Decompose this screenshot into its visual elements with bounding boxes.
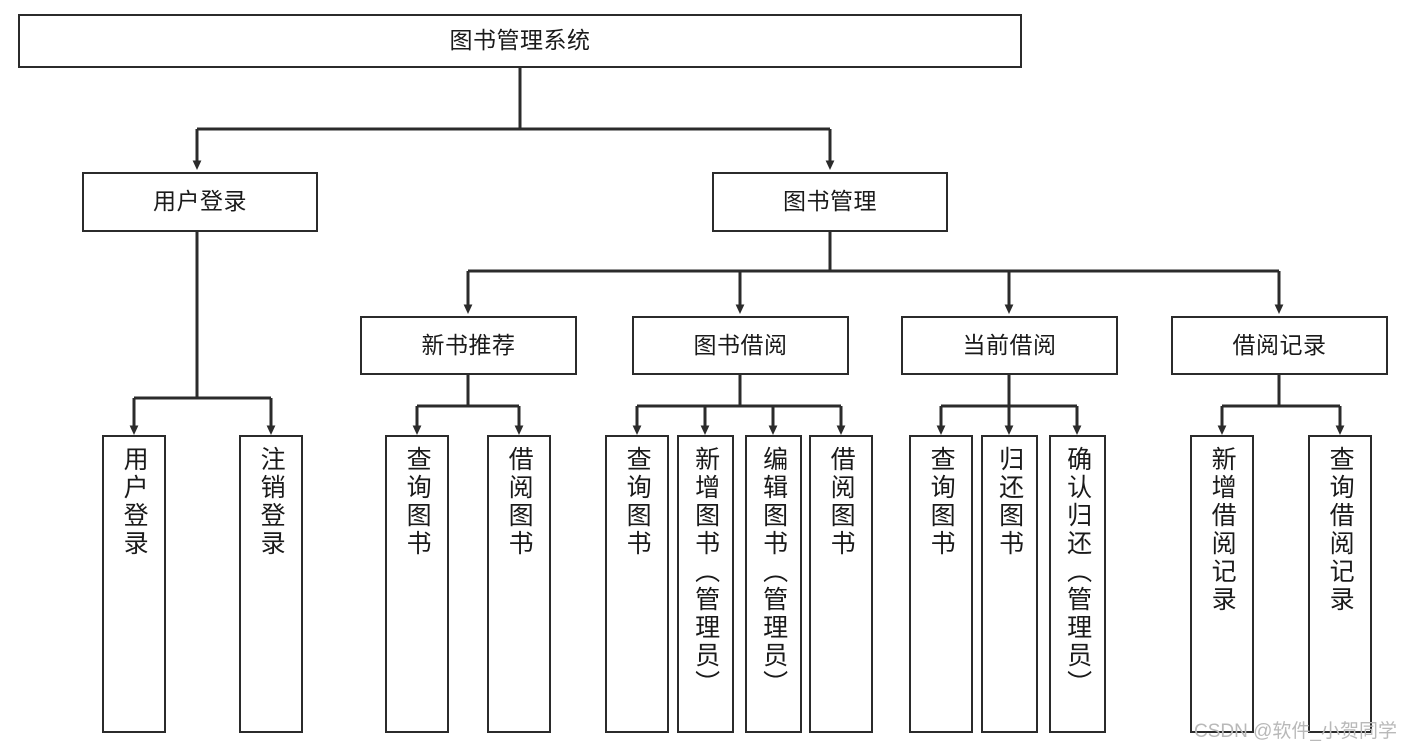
node-book-manage[interactable]: 图书管理: [712, 172, 948, 232]
node-label: 当前借阅: [962, 331, 1057, 358]
node-label: 注销登录: [257, 446, 286, 558]
leaf-logout-login[interactable]: 注销登录: [239, 435, 303, 733]
leaf-query-borrow-record[interactable]: 查询借阅记录: [1308, 435, 1372, 733]
node-label: 确认归还（管理员）: [1063, 446, 1092, 698]
node-label: 新增图书（管理员）: [691, 446, 720, 698]
leaf-add-book-admin[interactable]: 新增图书（管理员）: [677, 435, 734, 733]
node-label: 借阅记录: [1232, 331, 1327, 358]
leaf-edit-book-admin[interactable]: 编辑图书（管理员）: [745, 435, 802, 733]
node-label: 新增借阅记录: [1208, 446, 1237, 614]
node-new-book-recommend[interactable]: 新书推荐: [360, 316, 577, 375]
leaf-add-borrow-record[interactable]: 新增借阅记录: [1190, 435, 1254, 733]
node-label: 新书推荐: [421, 331, 516, 358]
node-book-borrow[interactable]: 图书借阅: [632, 316, 849, 375]
node-label: 查询借阅记录: [1326, 446, 1355, 614]
leaf-return-book[interactable]: 归还图书: [981, 435, 1038, 733]
node-label: 图书管理: [783, 188, 877, 215]
node-label: 借阅图书: [505, 446, 534, 558]
node-label: 借阅图书: [827, 446, 856, 558]
leaf-query-book-borrow[interactable]: 查询图书: [605, 435, 669, 733]
node-label: 查询图书: [403, 446, 432, 558]
node-label: 用户登录: [153, 188, 247, 215]
node-label: 图书管理系统: [449, 27, 591, 54]
leaf-borrow-book-recommend[interactable]: 借阅图书: [487, 435, 551, 733]
node-root-system[interactable]: 图书管理系统: [18, 14, 1022, 68]
node-label: 用户登录: [120, 446, 149, 558]
node-borrow-record[interactable]: 借阅记录: [1171, 316, 1388, 375]
leaf-confirm-return-admin[interactable]: 确认归还（管理员）: [1049, 435, 1106, 733]
node-user-login[interactable]: 用户登录: [82, 172, 318, 232]
leaf-query-book-current[interactable]: 查询图书: [909, 435, 973, 733]
node-label: 查询图书: [927, 446, 956, 558]
node-current-borrow[interactable]: 当前借阅: [901, 316, 1118, 375]
node-label: 图书借阅: [693, 331, 788, 358]
node-label: 编辑图书（管理员）: [759, 446, 788, 698]
node-label: 查询图书: [623, 446, 652, 558]
csdn-watermark: CSDN @软件_小贺同学: [1194, 721, 1397, 742]
leaf-query-book-recommend[interactable]: 查询图书: [385, 435, 449, 733]
node-label: 归还图书: [995, 446, 1024, 558]
leaf-borrow-book-borrow[interactable]: 借阅图书: [809, 435, 873, 733]
leaf-user-login[interactable]: 用户登录: [102, 435, 166, 733]
